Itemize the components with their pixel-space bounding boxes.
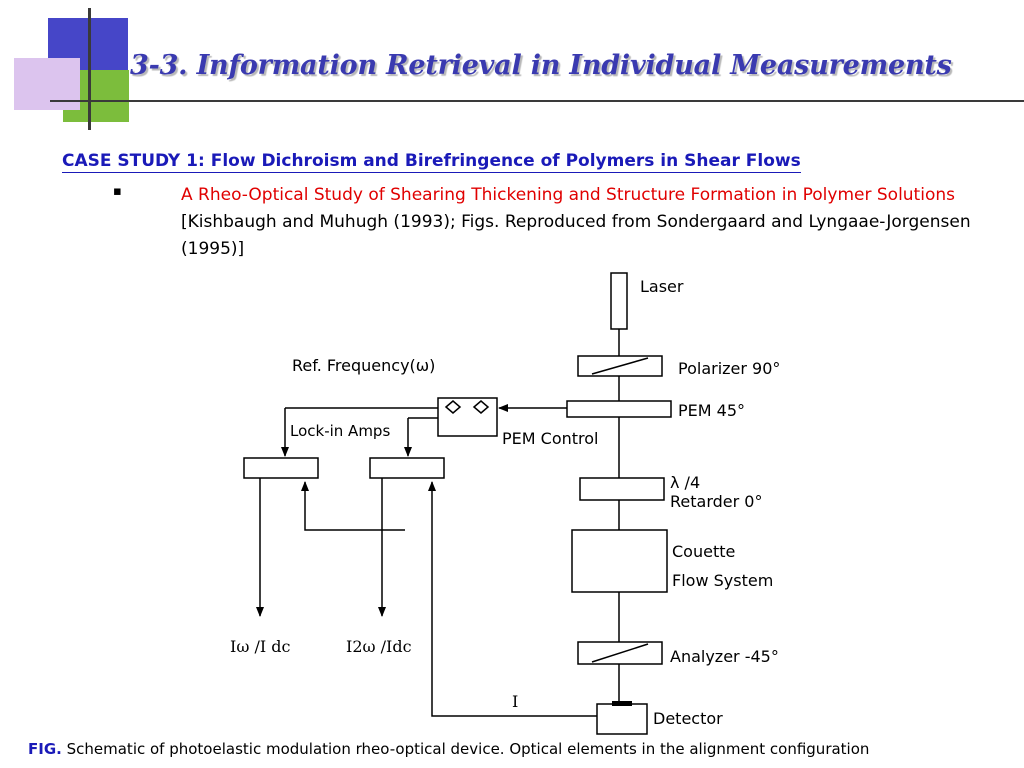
analyzer-slash: [591, 643, 649, 663]
pem-box: [566, 400, 672, 418]
laser-label: Laser: [640, 277, 684, 296]
lock-in-label: Lock-in Amps: [290, 422, 390, 440]
deco-vertical-line: [88, 8, 91, 130]
pem-control-diamond-1: [444, 400, 462, 414]
ref-frequency-label: Ref. Frequency(ω): [292, 356, 435, 375]
caption-prefix: FIG.: [28, 740, 62, 758]
bullet-marker: ▪: [113, 184, 122, 199]
dc-feed-line: [301, 481, 405, 531]
pem-control-diamond-2: [472, 400, 490, 414]
bullet-red-text: A Rheo-Optical Study of Shearing Thicken…: [181, 185, 955, 205]
detector-window: [612, 701, 632, 706]
polarizer-label: Polarizer 90°: [678, 359, 780, 378]
pem-control-label: PEM Control: [502, 429, 598, 448]
title-rule: [50, 100, 1024, 102]
retarder-bottom-label: Retarder 0°: [670, 492, 762, 511]
laser-box: [610, 272, 628, 330]
bullet-text: A Rheo-Optical Study of Shearing Thicken…: [181, 182, 971, 263]
caption-text: Schematic of photoelastic modulation rhe…: [66, 740, 870, 758]
couette-box: [571, 529, 668, 593]
bullet-black-text: [Kishbaugh and Muhugh (1993); Figs. Repr…: [181, 212, 971, 259]
signal-label: I: [512, 692, 518, 711]
detector-feedback-line: [428, 481, 597, 717]
page-title: 3-3. Information Retrieval in Individual…: [130, 50, 952, 81]
figure-caption: FIG. Schematic of photoelastic modulatio…: [28, 740, 869, 758]
pem-control-box: [437, 397, 498, 437]
lock-in-amp-1: [243, 457, 319, 479]
couette-label-2: Flow System: [672, 571, 773, 590]
retarder-box: [579, 477, 665, 501]
lock-in-amp-2: [369, 457, 445, 479]
analyzer-label: Analyzer -45°: [670, 647, 779, 666]
retarder-top-label: λ /4: [670, 473, 700, 492]
detector-box: [596, 703, 648, 735]
rheo-optical-diagram: Laser Polarizer 90° PEM 45° Ref. Frequen…: [230, 272, 780, 735]
polarizer-slash: [591, 357, 649, 375]
pem-label: PEM 45°: [678, 401, 745, 420]
output-1-label: Iω /I dc: [230, 637, 290, 656]
couette-label-1: Couette: [672, 542, 735, 561]
detector-label: Detector: [653, 709, 723, 728]
output-2-label: I2ω /Idc: [346, 637, 412, 656]
case-study-heading: CASE STUDY 1: Flow Dichroism and Birefri…: [62, 151, 801, 173]
